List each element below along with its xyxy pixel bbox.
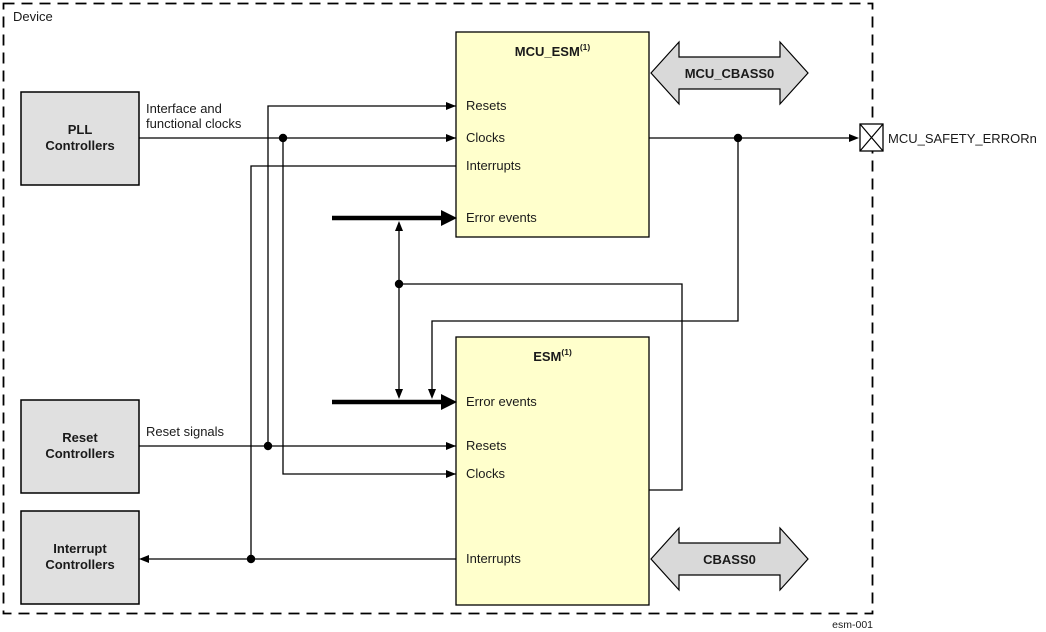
arrowhead-interrupt-controllers: [139, 555, 149, 563]
safety-branch-line: [431, 138, 739, 390]
device-boundary: [2, 2, 874, 615]
mcu-esm-title-footnote: (1): [579, 42, 591, 52]
interface-clocks-label: Interface and functional clocks: [146, 101, 242, 131]
figure-id: esm-001: [832, 619, 873, 631]
pll-controllers-label: PLL Controllers: [45, 122, 115, 153]
esm-port-resets: Resets: [466, 438, 507, 453]
esm-port-error-events: Error events: [466, 394, 537, 409]
mcu-safety-error-label: MCU_SAFETY_ERRORn: [888, 131, 1037, 146]
reset-controllers-label: Reset Controllers: [45, 430, 115, 461]
esm-block: [455, 336, 650, 606]
esm-title-footnote: (1): [561, 347, 572, 357]
error-event-buses: [332, 215, 442, 405]
esm-output-loop-line: [399, 283, 683, 491]
pll-controllers-block: [20, 91, 140, 186]
junction-dots: [246, 133, 743, 564]
mcu-cbass0-label: MCU_CBASS0: [684, 66, 775, 81]
arrowhead-esm-error-events: [441, 394, 457, 410]
junction-dot: [263, 441, 273, 451]
esm-title: ESM(1): [456, 345, 649, 364]
esm-port-interrupts: Interrupts: [466, 551, 521, 566]
cbass0-bus-arrow-icon: [650, 526, 809, 592]
arrowhead-mcu-clocks: [446, 134, 456, 142]
interrupt-controllers-block: [20, 510, 140, 605]
reset-signals-label: Reset signals: [146, 424, 225, 439]
arrowhead-safety-branch-down: [428, 389, 436, 399]
safety-pin-symbol-icon: [859, 123, 884, 152]
clocks-branch-to-esm: [282, 138, 456, 475]
arrowhead-esm-clocks: [446, 470, 456, 478]
junction-dot: [394, 279, 404, 289]
device-label: Device: [13, 9, 53, 24]
arrowhead-esm-resets: [446, 442, 456, 450]
arrowhead-cross-up: [395, 221, 403, 231]
mcu-esm-title-text: MCU_ESM: [514, 44, 580, 59]
esm-title-text: ESM: [533, 349, 562, 364]
arrowheads: [139, 102, 859, 563]
mcu-esm-port-resets: Resets: [466, 98, 507, 113]
arrowhead-mcu-error-events: [441, 210, 457, 226]
mcu-esm-title: MCU_ESM(1): [456, 40, 649, 59]
mcu-cbass0-bus-arrow-icon: [650, 40, 809, 106]
connection-lines: [139, 105, 850, 560]
mcu-esm-port-interrupts: Interrupts: [466, 158, 521, 173]
arrowhead-mcu-resets: [446, 102, 456, 110]
mcu-esm-port-clocks: Clocks: [466, 130, 506, 145]
resets-branch-to-mcu-esm: [267, 105, 456, 446]
junction-dot: [278, 133, 288, 143]
arrowhead-safety-pin: [849, 134, 859, 142]
junction-dot: [733, 133, 743, 143]
cbass0-label: CBASS0: [703, 552, 756, 567]
junction-dot: [246, 554, 256, 564]
arrowhead-cross-down: [395, 389, 403, 399]
interrupt-controllers-label: Interrupt Controllers: [45, 541, 115, 572]
mcu-esm-port-error-events: Error events: [466, 210, 537, 225]
esm-port-clocks: Clocks: [466, 466, 506, 481]
reset-controllers-block: [20, 399, 140, 494]
mcu-esm-block: [455, 31, 650, 238]
mcu-esm-interrupts-line: [250, 165, 456, 559]
